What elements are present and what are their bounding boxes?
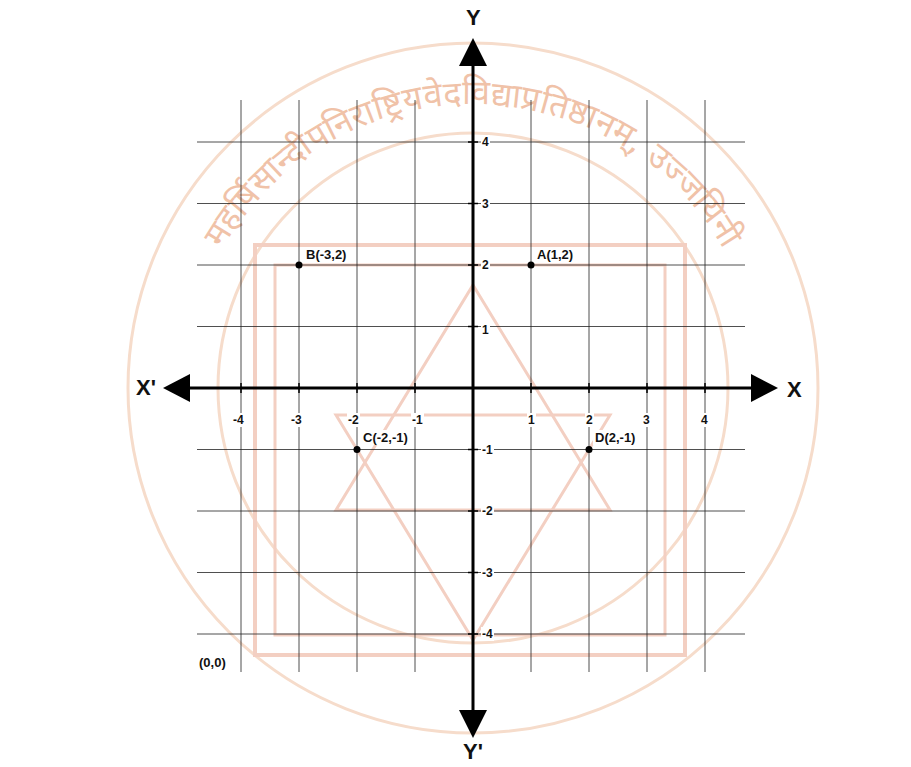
tick-number: -2 bbox=[481, 504, 494, 518]
tick-mark bbox=[468, 264, 478, 266]
grid-line bbox=[299, 100, 300, 672]
point-label: A(1,2) bbox=[535, 247, 575, 262]
point-dot bbox=[528, 262, 535, 269]
tick-mark bbox=[298, 383, 300, 393]
tick-mark bbox=[468, 510, 478, 512]
point-label: C(-2,-1) bbox=[361, 430, 410, 445]
points bbox=[296, 262, 593, 454]
tick-marks bbox=[241, 142, 705, 634]
watermark-ring bbox=[128, 43, 818, 733]
watermark-square bbox=[275, 265, 665, 635]
tick-number: 2 bbox=[481, 258, 490, 272]
arrowhead bbox=[751, 374, 778, 402]
tick-mark bbox=[704, 383, 706, 393]
tick-mark bbox=[468, 572, 478, 574]
tick-number: 1 bbox=[481, 323, 490, 337]
point-label: D(2,-1) bbox=[593, 430, 637, 445]
tick-number: 3 bbox=[481, 197, 490, 211]
grid-line bbox=[647, 100, 648, 672]
grid-line bbox=[197, 572, 745, 573]
tick-number: 1 bbox=[527, 413, 536, 427]
tick-number: 3 bbox=[642, 413, 651, 427]
tick-number: 4 bbox=[700, 413, 709, 427]
tick-mark bbox=[588, 383, 590, 393]
axis-label: X bbox=[787, 379, 802, 401]
grid-line bbox=[589, 100, 590, 672]
tick-number: -4 bbox=[481, 627, 494, 641]
axis-label: X' bbox=[136, 377, 156, 399]
origin-label: (0,0) bbox=[197, 655, 228, 670]
tick-number: 2 bbox=[585, 413, 594, 427]
grid-line bbox=[197, 511, 745, 512]
tick-mark bbox=[468, 141, 478, 143]
tick-number: -1 bbox=[481, 443, 494, 457]
point-dot bbox=[354, 446, 361, 453]
grid-line bbox=[197, 203, 745, 204]
tick-mark bbox=[356, 383, 358, 393]
axis-label: Y bbox=[466, 7, 481, 29]
axes bbox=[185, 60, 760, 715]
grid-line bbox=[197, 142, 745, 143]
grid-line bbox=[531, 100, 532, 672]
tick-number: -2 bbox=[347, 413, 360, 427]
tick-mark bbox=[468, 203, 478, 205]
grid-line bbox=[415, 100, 416, 672]
arrowhead bbox=[459, 710, 487, 738]
tick-number: -3 bbox=[290, 413, 303, 427]
y-axis bbox=[472, 60, 475, 715]
tick-number: 4 bbox=[481, 135, 490, 149]
tick-number: -4 bbox=[232, 413, 245, 427]
axis-label: Y' bbox=[463, 741, 483, 763]
grid-line bbox=[197, 326, 745, 327]
grid-line bbox=[197, 449, 745, 450]
grid-line bbox=[241, 100, 242, 672]
tick-mark bbox=[530, 383, 532, 393]
tick-mark bbox=[646, 383, 648, 393]
tick-mark bbox=[468, 326, 478, 328]
point-dot bbox=[296, 262, 303, 269]
point-label: B(-3,2) bbox=[304, 247, 348, 262]
grid-lines bbox=[197, 100, 745, 672]
tick-mark bbox=[414, 383, 416, 393]
point-dot bbox=[586, 446, 593, 453]
tick-number: -3 bbox=[481, 566, 494, 580]
grid-line bbox=[197, 634, 745, 635]
tick-mark bbox=[468, 633, 478, 635]
watermark-square bbox=[255, 245, 685, 655]
tick-mark bbox=[468, 449, 478, 451]
grid-line bbox=[705, 100, 706, 672]
tick-number: -1 bbox=[411, 413, 424, 427]
axis-arrows bbox=[163, 38, 778, 738]
grid-line bbox=[357, 100, 358, 672]
arrowhead bbox=[163, 374, 190, 402]
tick-mark bbox=[240, 383, 242, 393]
arrowhead bbox=[459, 38, 487, 66]
grid-line bbox=[197, 265, 745, 266]
